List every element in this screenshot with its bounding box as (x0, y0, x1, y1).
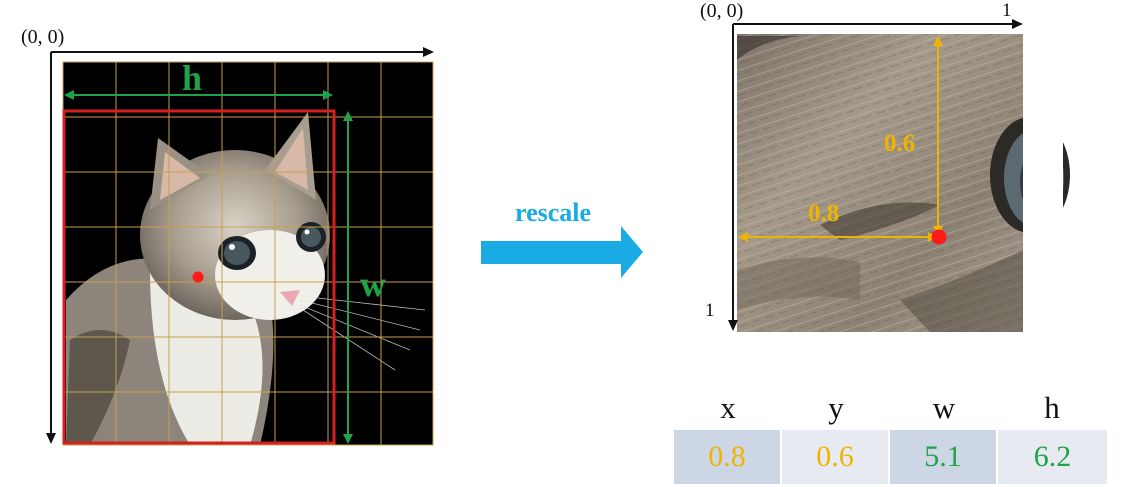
box-center-point (192, 271, 204, 283)
right-y-end-label: 1 (705, 300, 715, 321)
table-header-h: h (1044, 390, 1060, 425)
table-cell-bg-w (890, 430, 996, 484)
h-label: h (182, 58, 203, 98)
right-x-end-label: 1 (1002, 0, 1012, 21)
right-axes (728, 19, 1023, 331)
table-header-y: y (828, 390, 844, 425)
rescale-label: rescale (515, 198, 592, 227)
left-origin-label: (0, 0) (21, 26, 65, 48)
table-header-w: w (932, 390, 956, 425)
cat-photo-icon (63, 62, 433, 445)
table-cell-bg-h (998, 430, 1107, 484)
w-label: w (360, 264, 386, 304)
table-value-h: 6.2 (1033, 440, 1072, 473)
x-offset-label: 0.8 (808, 200, 840, 227)
table-value-y: 0.6 (816, 440, 854, 473)
bounding-box (62, 109, 336, 445)
table-value-w: 5.1 (924, 440, 962, 473)
table-cell-bg-x (674, 430, 780, 484)
rescaled-center-point (931, 229, 947, 245)
table-cell-bg-y (782, 430, 888, 484)
right-origin-label: (0, 0) (700, 0, 744, 22)
y-offset-label: 0.6 (884, 130, 916, 157)
grid-overlay (62, 61, 434, 446)
h-dimension-arrow (64, 90, 333, 100)
left-axes (46, 47, 434, 444)
rescale-arrow-icon (481, 226, 643, 278)
cat-fur-closeup-icon (737, 34, 1070, 332)
table-header-x: x (720, 390, 736, 425)
w-dimension-arrow (343, 111, 353, 444)
table-value-x: 0.8 (708, 440, 746, 473)
